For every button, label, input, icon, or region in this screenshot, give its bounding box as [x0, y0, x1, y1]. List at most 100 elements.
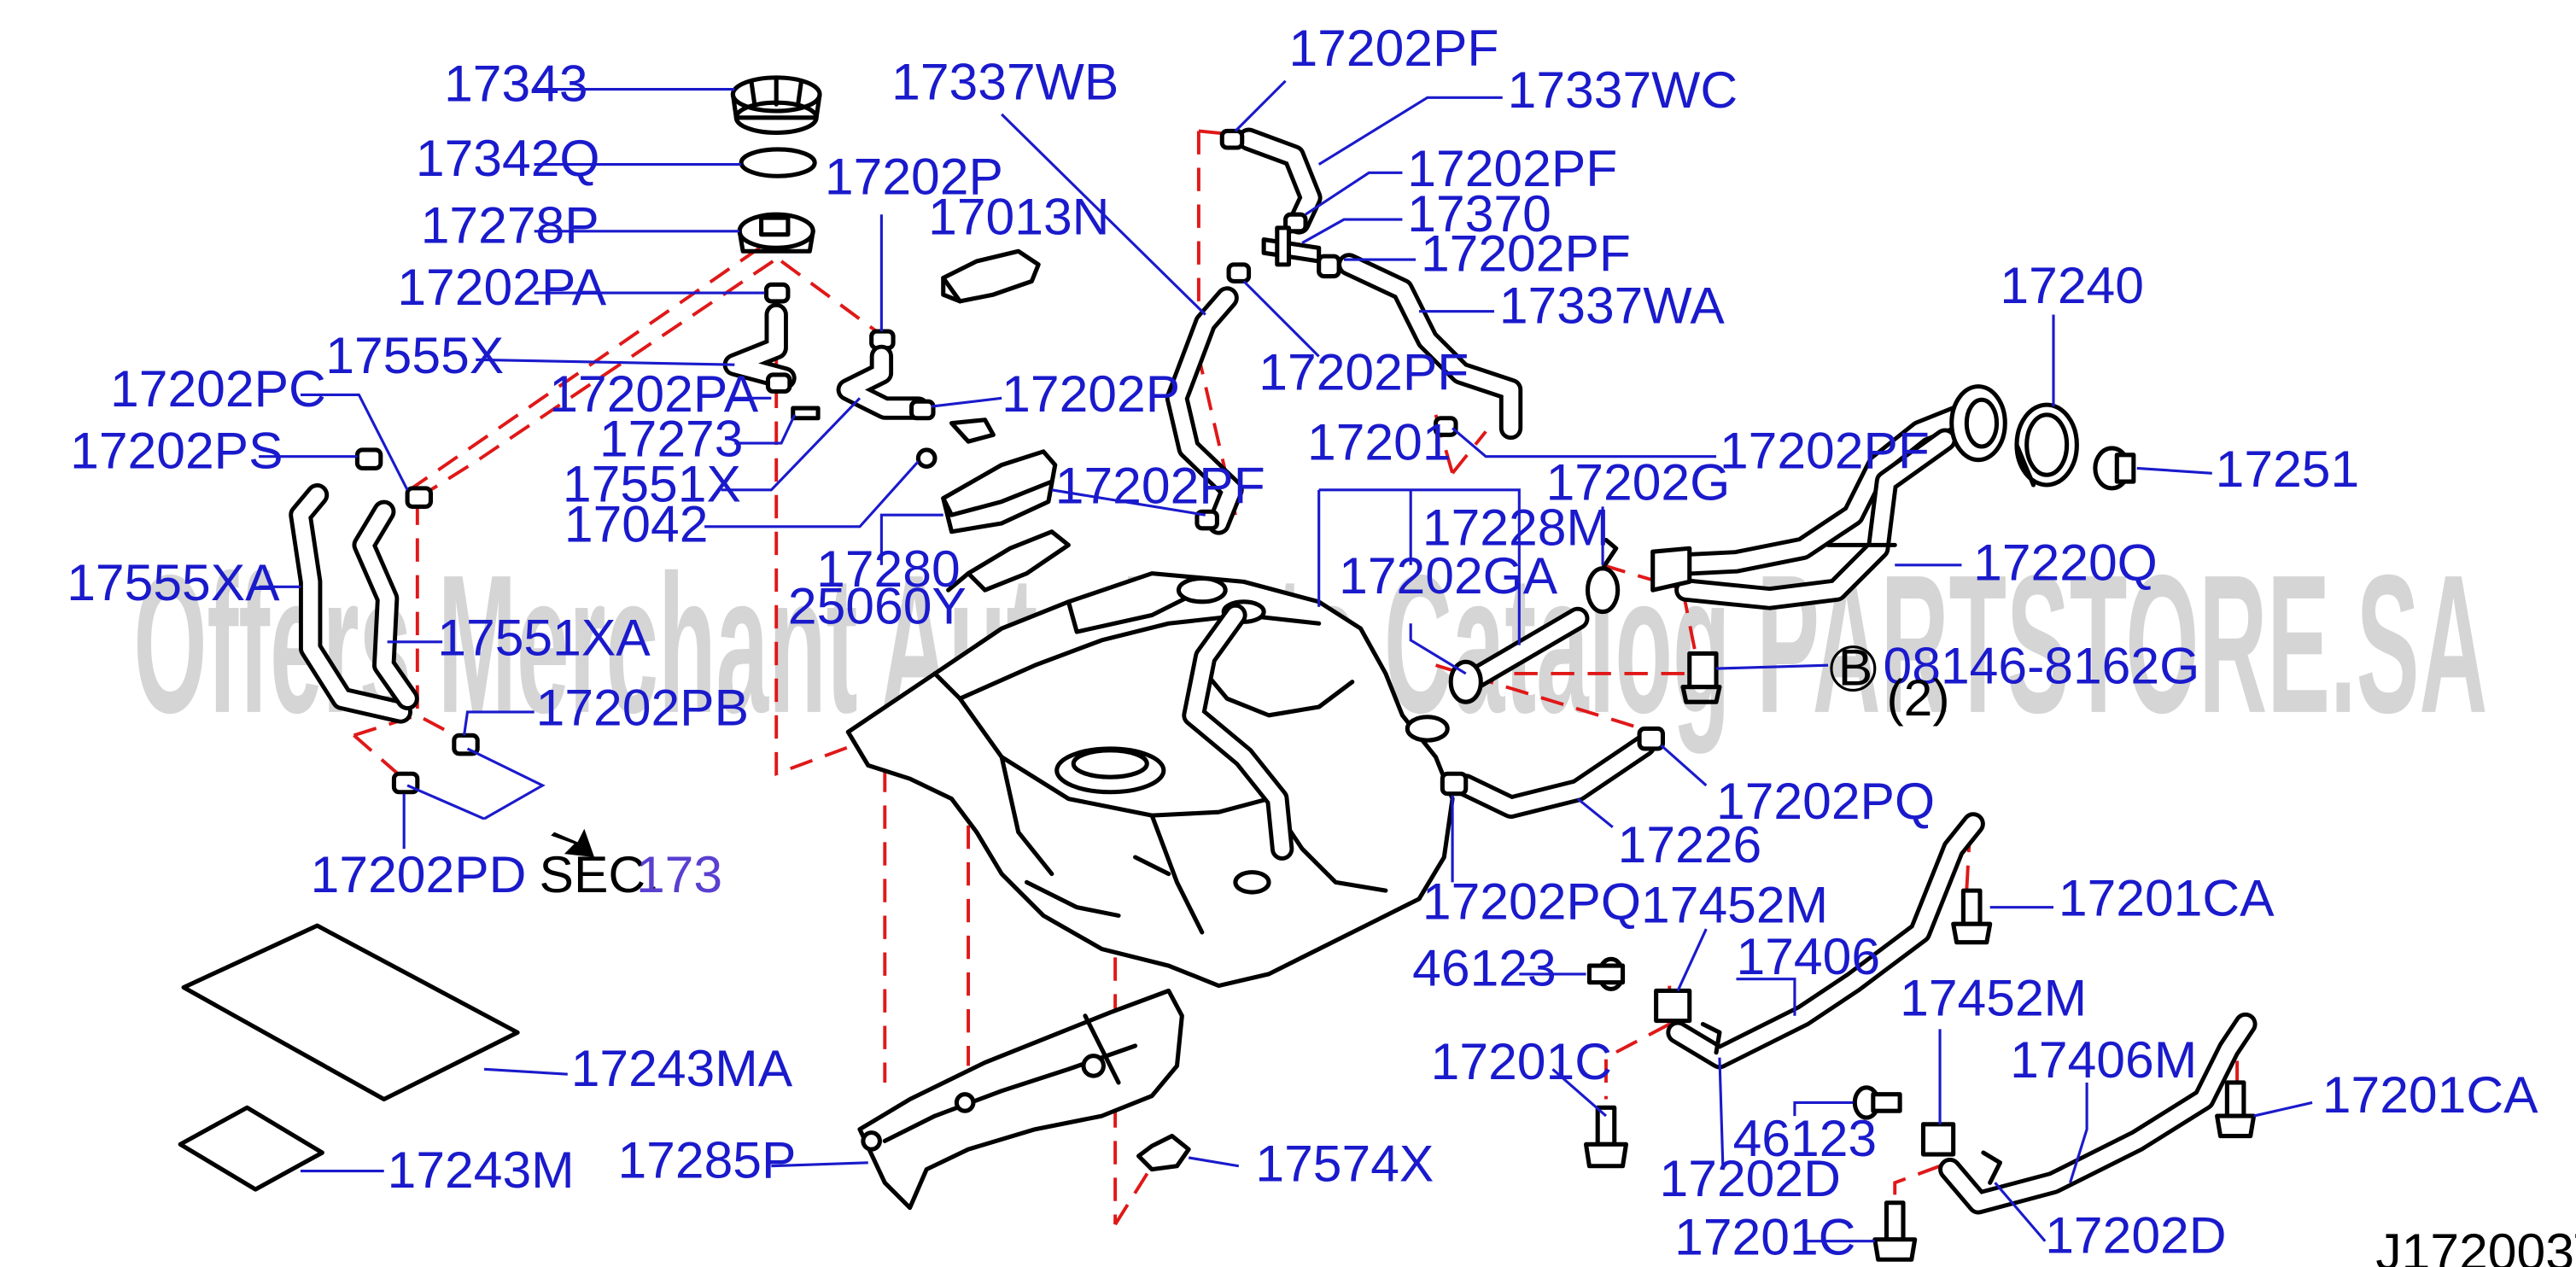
label-17273[interactable]: 17273 — [599, 410, 744, 468]
label-17243ma[interactable]: 17243MA — [571, 1039, 793, 1097]
label-17202g[interactable]: 17202G — [1546, 453, 1731, 511]
sensor-25060y[interactable] — [946, 529, 1071, 593]
label-17243m[interactable]: 17243M — [388, 1141, 575, 1199]
insulator-pad-large[interactable] — [181, 923, 520, 1102]
label-17251[interactable]: 17251 — [2216, 440, 2360, 498]
label-17342q[interactable]: 17342Q — [416, 129, 600, 187]
label-17202pa-b[interactable]: 17202PA — [549, 365, 758, 423]
label-17452m-a[interactable]: 17452M — [1641, 875, 1828, 933]
label-17370[interactable]: 17370 — [1407, 184, 1551, 242]
section-ref-number[interactable]: 173 — [636, 845, 722, 903]
label-17452m-b[interactable]: 17452M — [1900, 969, 2087, 1027]
fuel-cap-17251[interactable] — [2093, 446, 2136, 491]
bolt-08146-8162g[interactable] — [1680, 651, 1722, 704]
label-17343[interactable]: 17343 — [444, 54, 588, 112]
label-17228m[interactable]: 17228M — [1422, 498, 1609, 556]
clamp-17202g[interactable] — [1585, 537, 1621, 615]
label-17201[interactable]: 17201 — [1307, 413, 1452, 471]
label-17202p-a[interactable]: 17202P — [825, 148, 1003, 206]
label-17202pd[interactable]: 17202PD — [311, 845, 527, 903]
clamp-17202p-mid[interactable] — [909, 399, 936, 421]
label-17220q[interactable]: 17220Q — [1973, 533, 2158, 591]
clamp-17202ps[interactable] — [354, 447, 383, 470]
label-25060y[interactable]: 25060Y — [788, 576, 967, 634]
label-46123-a[interactable]: 46123 — [1412, 939, 1557, 997]
label-17201ca-b[interactable]: 17201CA — [2322, 1066, 2538, 1124]
label-17201ca-a[interactable]: 17201CA — [2059, 868, 2275, 926]
bolt-17201ca-b[interactable] — [2215, 1080, 2257, 1139]
pump-bracket-17280[interactable] — [941, 449, 1058, 534]
label-17202p-b[interactable]: 17202P — [1002, 365, 1180, 423]
label-17013n[interactable]: 17013N — [928, 188, 1109, 246]
clamp-17202pq-a[interactable] — [1637, 726, 1666, 751]
label-17202pf-c[interactable]: 17202PF — [1421, 225, 1631, 283]
pump-plate[interactable] — [737, 212, 815, 254]
grommet-46123-b[interactable] — [1852, 1085, 1902, 1120]
bolt-17201ca-a[interactable] — [1951, 888, 1993, 945]
filler-cap-ring-17240[interactable] — [2014, 402, 2079, 488]
insulator-pad-small[interactable] — [178, 1105, 324, 1192]
label-17042[interactable]: 17042 — [564, 494, 709, 552]
bolt-17201c-b[interactable] — [1872, 1200, 1918, 1262]
label-17202ga[interactable]: 17202GA — [1339, 546, 1558, 604]
clamp-17202pc[interactable] — [405, 486, 434, 509]
bolt-note-code[interactable]: 08146-8162G — [1884, 637, 2200, 695]
label-17202ps[interactable]: 17202PS — [70, 421, 283, 479]
clamp-17202d-b[interactable] — [1981, 1150, 2002, 1185]
clamp-17202pf-d[interactable] — [1434, 416, 1458, 437]
label-17240[interactable]: 17240 — [2000, 256, 2144, 314]
bolt-17201c-a[interactable] — [1583, 1105, 1628, 1169]
bracket-17452m-b[interactable] — [1920, 1122, 1956, 1157]
clamp-17202pf-mid2[interactable] — [1226, 262, 1252, 283]
clamp-17202pb[interactable] — [452, 733, 480, 756]
label-17551x[interactable]: 17551X — [563, 455, 741, 513]
label-17202pf-d[interactable]: 17202PF — [1720, 421, 1930, 479]
clamp-17202pa-top[interactable] — [763, 282, 791, 304]
label-17202pq-b[interactable]: 17202PQ — [1422, 872, 1641, 930]
label-17406[interactable]: 17406 — [1736, 927, 1880, 985]
label-17202pf-b[interactable]: 17202PF — [1407, 139, 1617, 197]
label-17555xa[interactable]: 17555XA — [67, 553, 280, 611]
tank-band-17406m[interactable] — [1938, 1012, 2258, 1215]
grommet-46123-a[interactable] — [1586, 956, 1626, 992]
label-17337wc[interactable]: 17337WC — [1508, 61, 1738, 119]
label-17202pq-a[interactable]: 17202PQ — [1716, 772, 1935, 830]
label-17406m[interactable]: 17406M — [2010, 1031, 2197, 1089]
clamp-17202pf-mid[interactable] — [1195, 509, 1219, 531]
label-17202d-b[interactable]: 17202D — [2045, 1206, 2226, 1264]
label-17226[interactable]: 17226 — [1618, 815, 1762, 873]
label-17555x[interactable]: 17555X — [325, 326, 504, 384]
label-17551xa[interactable]: 17551XA — [437, 608, 651, 666]
clamp-17202pf-c[interactable] — [1317, 254, 1341, 279]
clamp-17202pf-top[interactable] — [1219, 128, 1245, 150]
filler-tube-17220q[interactable] — [1650, 384, 2007, 610]
fuel-filter-17042[interactable] — [915, 417, 996, 470]
label-17202d-a[interactable]: 17202D — [1660, 1149, 1841, 1207]
sender-unit-17013n[interactable] — [941, 248, 1041, 304]
clamp-17202pa-mid[interactable] — [765, 372, 792, 394]
connector-17370[interactable] — [1261, 225, 1322, 267]
label-46123-b[interactable]: 46123 — [1733, 1109, 1878, 1167]
o-ring[interactable] — [739, 147, 817, 178]
label-17202pc[interactable]: 17202PC — [110, 359, 326, 417]
label-17202pa-a[interactable]: 17202PA — [397, 258, 606, 316]
bracket-17452m-a[interactable] — [1654, 988, 1692, 1024]
label-17202pf-top[interactable]: 17202PF — [1288, 19, 1498, 77]
heat-shield[interactable] — [857, 988, 1184, 1211]
label-17201c-a[interactable]: 17201C — [1431, 1032, 1612, 1090]
label-17280[interactable]: 17280 — [816, 540, 961, 598]
check-valve-17273[interactable] — [791, 406, 821, 421]
label-17201c-b[interactable]: 17201C — [1674, 1207, 1855, 1265]
label-17337wb[interactable]: 17337WB — [891, 52, 1119, 110]
label-17337wa[interactable]: 17337WA — [1499, 276, 1725, 334]
label-17202pb[interactable]: 17202PB — [536, 679, 749, 737]
label-17202pf-e[interactable]: 17202PF — [1259, 343, 1469, 401]
label-17285p[interactable]: 17285P — [617, 1130, 796, 1188]
label-17574x[interactable]: 17574X — [1255, 1134, 1434, 1192]
label-17202pf-mid[interactable]: 17202PF — [1055, 456, 1265, 514]
clamp-17202d-a[interactable] — [1700, 1021, 1722, 1055]
label-17278p[interactable]: 17278P — [421, 196, 599, 254]
clip-17574x[interactable] — [1136, 1133, 1191, 1172]
lock-ring[interactable] — [730, 75, 822, 135]
clamp-17202pq-b[interactable] — [1440, 771, 1469, 797]
